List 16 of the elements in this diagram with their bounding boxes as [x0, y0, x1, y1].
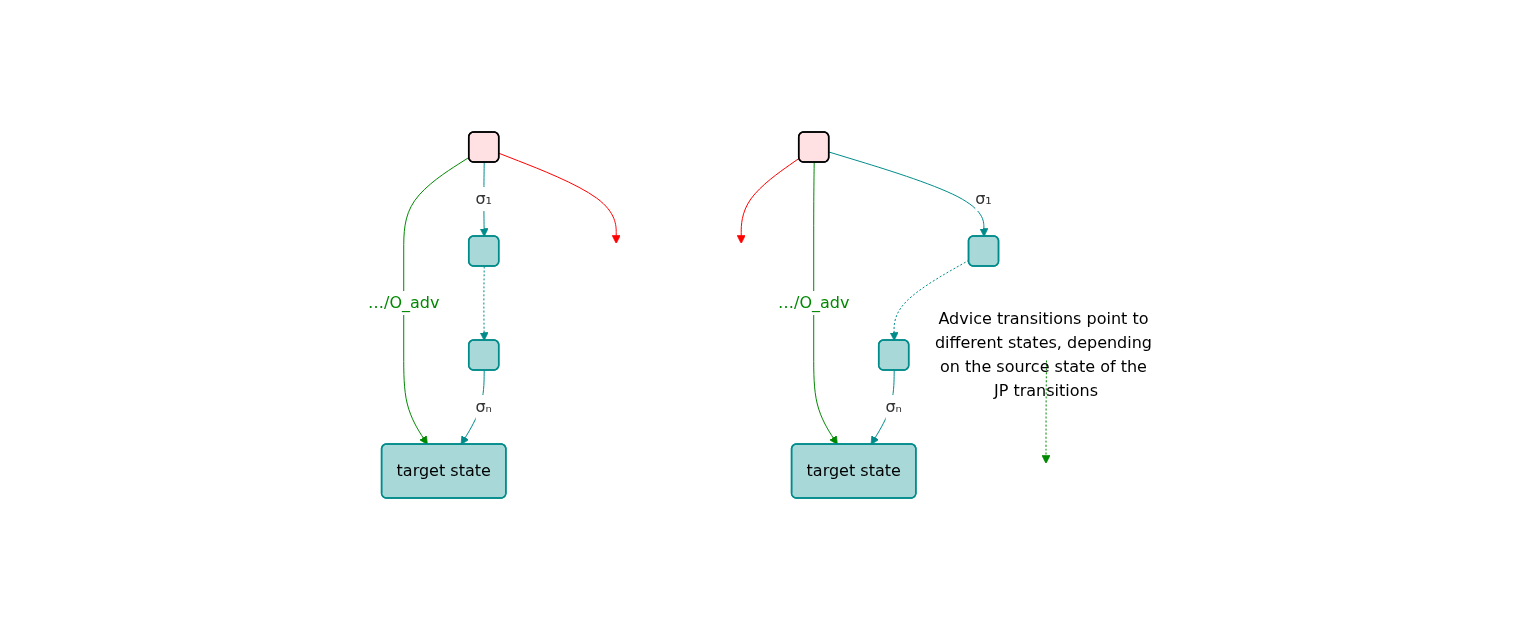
edge-label: σₙ [475, 396, 493, 416]
arrow [499, 152, 622, 244]
edge-label: σ₁ [475, 189, 493, 208]
arrow [871, 370, 896, 445]
arrow [461, 370, 486, 445]
edge-label: …/O_adv [778, 292, 850, 312]
edge-label: σ₁ [975, 189, 993, 208]
arrow [829, 151, 989, 237]
arrow [480, 266, 489, 341]
node-text: Advice transitions point to different states, depending on the source state of the JP transitions [935, 308, 1153, 400]
edge-label: …/O_adv [368, 292, 440, 312]
arrow [813, 162, 839, 445]
arrow [1042, 360, 1051, 464]
arrow [737, 157, 801, 244]
arrow [480, 162, 489, 237]
edge-label: σₙ [885, 396, 903, 416]
